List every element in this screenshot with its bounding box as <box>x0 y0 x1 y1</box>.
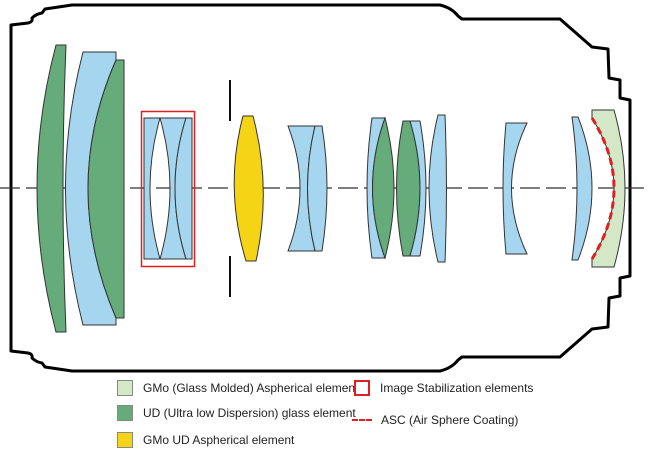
legend-is: Image Stabilization elements <box>354 380 533 396</box>
legend-gmo-label: GMo (Glass Molded) Aspherical element <box>143 381 359 395</box>
lens-element-12 <box>409 120 427 257</box>
is-lens-element-3 <box>174 117 193 260</box>
legend-ud: UD (Ultra low Dispersion) glass element <box>117 405 356 421</box>
legend-gmo-ud: GMo UD Aspherical element <box>117 432 294 448</box>
lens-element-8 <box>307 125 328 252</box>
ud-swatch <box>117 405 133 421</box>
lens-element-13 <box>428 114 447 263</box>
asc-dash-sample <box>352 419 372 421</box>
is-swatch <box>354 380 370 396</box>
lens-element-1-ud <box>36 44 67 333</box>
gmo-swatch <box>117 380 133 396</box>
gmo-ud-swatch <box>117 432 133 448</box>
lens-barrel-outline <box>9 3 632 373</box>
legend-gmo: GMo (Glass Molded) Aspherical element <box>117 380 358 396</box>
lens-element-14 <box>502 122 528 255</box>
legend-asc-label: ASC (Air Sphere Coating) <box>381 413 519 427</box>
legend-ud-label: UD (Ultra low Dispersion) glass element <box>143 406 356 420</box>
lens-element-gmo-ud-aspherical <box>233 115 264 262</box>
lens-element-3-ud <box>87 59 125 319</box>
image-stabilization-box <box>140 110 196 268</box>
lens-element-gmo-aspherical <box>591 109 626 268</box>
legend-asc: ASC (Air Sphere Coating) <box>352 413 518 427</box>
lens-element-10-ud <box>372 116 395 260</box>
legend-gmo-ud-label: GMo UD Aspherical element <box>143 433 295 447</box>
lens-element-15 <box>571 116 593 261</box>
legend-is-label: Image Stabilization elements <box>380 381 534 395</box>
